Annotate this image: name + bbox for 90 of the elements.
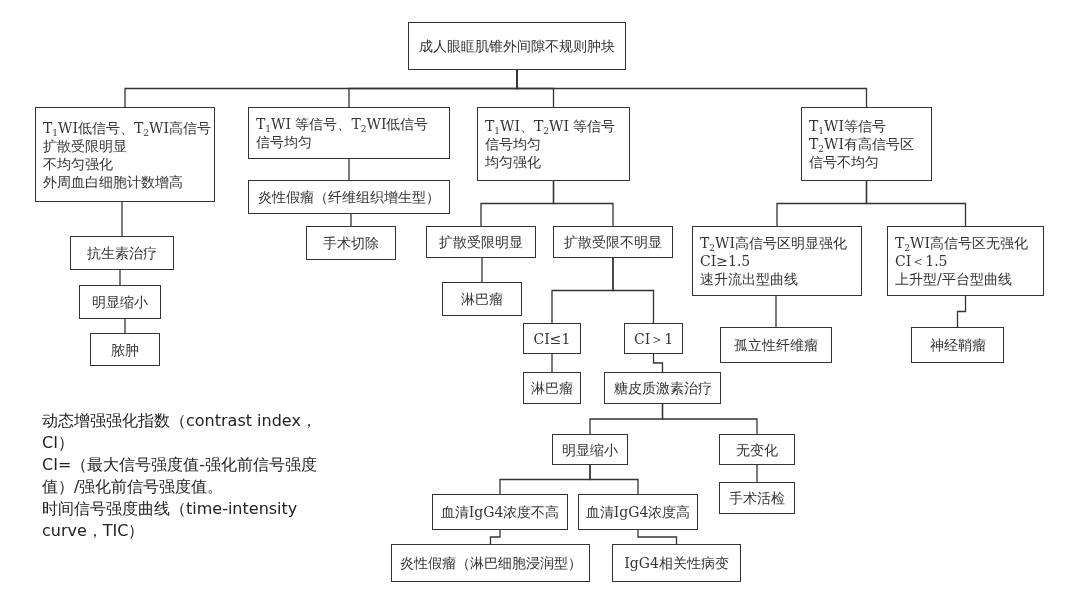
connector-line <box>348 158 350 181</box>
box-text: 信号不均匀 <box>809 153 879 171</box>
connector-line <box>552 180 614 227</box>
connector-line <box>775 295 777 328</box>
box-text: CI≥1.5 <box>700 252 751 270</box>
flow-box <box>692 226 862 296</box>
flow-box <box>719 482 795 514</box>
flow-box <box>432 494 568 530</box>
box-text: 不均匀强化 <box>43 154 113 173</box>
flow-box <box>79 285 161 319</box>
flow-box <box>911 327 1004 363</box>
flow-box <box>306 226 396 260</box>
flow-box <box>248 180 450 214</box>
box-text: 上升型/平台型曲线 <box>895 270 1012 288</box>
box-text: 均匀强化 <box>485 153 541 171</box>
box-text: T$_{1}$WI 等信号、T$_{2}$WI低信号 <box>256 115 429 133</box>
box-text: T$_{1}$WI等信号 <box>809 117 886 135</box>
box-text: 扩散受限不明显 <box>564 233 662 251</box>
box-text: 明显缩小 <box>562 440 618 459</box>
box-text: 血清IgG4浓度高 <box>585 503 691 521</box>
flow-box <box>887 226 1044 296</box>
note-text: 时间信号强度曲线（time-intensity curve，TIC） <box>42 498 299 542</box>
connector-line <box>865 180 967 227</box>
flow-box <box>90 333 160 366</box>
flow-box <box>248 107 450 159</box>
flow-box <box>70 236 174 270</box>
box-text: 外周血白细胞计数增高 <box>43 172 183 191</box>
box-text: 信号均匀 <box>256 133 312 151</box>
box-text: 手术切除 <box>323 234 379 252</box>
flow-box <box>624 323 683 354</box>
flow-box <box>604 372 721 404</box>
flow-box <box>578 494 698 530</box>
flow-box <box>391 544 590 582</box>
flow-box <box>477 107 630 181</box>
connector-line <box>124 318 126 334</box>
box-text: T$_{2}$WI有高信号区 <box>809 135 914 153</box>
box-text: 信号均匀 <box>485 135 541 153</box>
box-text: 血清IgG4浓度不高 <box>440 503 560 521</box>
box-text: 神经鞘瘤 <box>929 336 986 354</box>
box-text: 无变化 <box>736 440 778 459</box>
box-text: 扩散受限明显 <box>439 233 523 251</box>
box-text: CI≤1 <box>533 329 571 348</box>
connector-line <box>489 529 501 545</box>
connector-line <box>481 257 483 283</box>
connector-line <box>756 464 758 483</box>
connector-line <box>956 295 967 328</box>
box-text: 明显缩小 <box>92 293 148 311</box>
box-text: 孤立性纤维瘤 <box>734 336 818 354</box>
box-text: 脓肿 <box>111 340 139 359</box>
flow-box <box>719 434 795 465</box>
flow-box <box>408 22 626 70</box>
box-text: 手术活检 <box>729 489 785 507</box>
connector-line <box>119 269 121 286</box>
connector-line <box>612 257 655 324</box>
flow-box <box>801 107 932 181</box>
connector-line <box>350 213 352 227</box>
note-text: 动态增强强化指数（contrast index，CI） <box>42 410 318 454</box>
note-text: CI=（最大信号强度值-强化前信号强度值）/强化前信号强度值。 <box>42 454 319 498</box>
box-text: 扩散受限明显 <box>43 136 127 155</box>
box-text: CI＞1 <box>633 329 674 348</box>
connector-line <box>551 353 553 373</box>
flow-box <box>612 544 741 582</box>
box-text: 速升流出型曲线 <box>700 270 798 288</box>
connector-line <box>637 529 678 545</box>
flow-box <box>426 226 536 258</box>
box-text: IgG4相关性病变 <box>624 554 729 572</box>
box-text: 淋巴瘤 <box>531 379 573 397</box>
connector-line <box>121 201 123 237</box>
box-text: T$_{2}$WI高信号区无强化 <box>895 234 1028 252</box>
box-text: T$_{2}$WI高信号区明显强化 <box>700 234 847 252</box>
flow-box <box>523 372 581 404</box>
flow-box <box>523 323 581 354</box>
box-text: 淋巴瘤 <box>461 290 503 308</box>
connector-line <box>516 69 868 108</box>
flow-box <box>553 226 673 258</box>
box-text: 成人眼眶肌锥外间隙不规则肿块 <box>419 37 615 55</box>
box-text: 糖皮质激素治疗 <box>613 379 712 397</box>
box-text: 炎性假瘤（淋巴细胞浸润型） <box>399 554 582 572</box>
box-text: 抗生素治疗 <box>87 244 157 262</box>
flow-box <box>720 327 832 363</box>
box-text: 炎性假瘤（纤维组织增生型） <box>258 188 440 206</box>
box-text: CI＜1.5 <box>895 252 948 270</box>
flow-box <box>552 434 628 465</box>
flow-box <box>442 282 522 316</box>
connector-line <box>589 464 639 495</box>
box-text: T$_{1}$WI低信号、T$_{2}$WI高信号 <box>43 118 211 137</box>
flow-box <box>35 107 215 202</box>
box-text: T$_{1}$WI、T$_{2}$WI 等信号 <box>485 117 616 135</box>
connector-line <box>661 403 758 435</box>
connector-line <box>652 353 664 373</box>
